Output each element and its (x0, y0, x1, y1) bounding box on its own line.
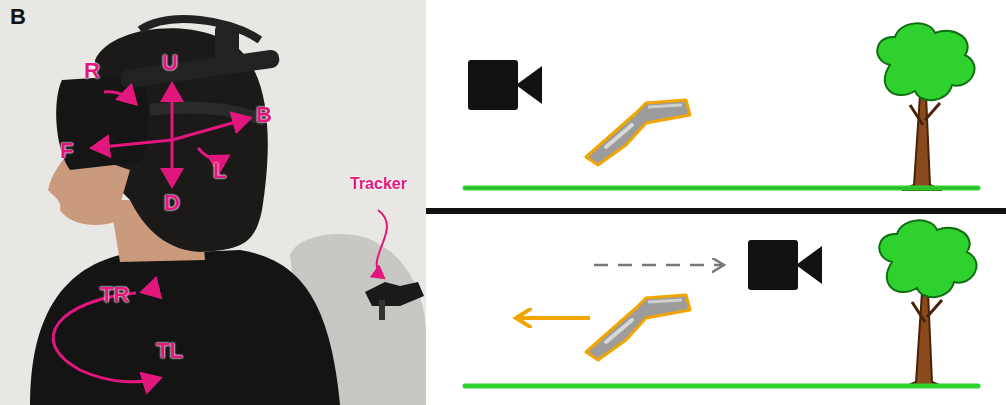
tracker-label: Tracker (350, 176, 407, 192)
axis-label: R (84, 60, 100, 82)
axis-label: L (213, 160, 226, 182)
axis-label: TR (100, 284, 129, 306)
axis-label: U (162, 52, 178, 74)
axis-label: D (164, 192, 180, 214)
panel-letter: B (10, 6, 26, 28)
axis-label: F (60, 140, 73, 162)
axis-label: B (256, 104, 272, 126)
axis-label: TL (156, 340, 183, 362)
